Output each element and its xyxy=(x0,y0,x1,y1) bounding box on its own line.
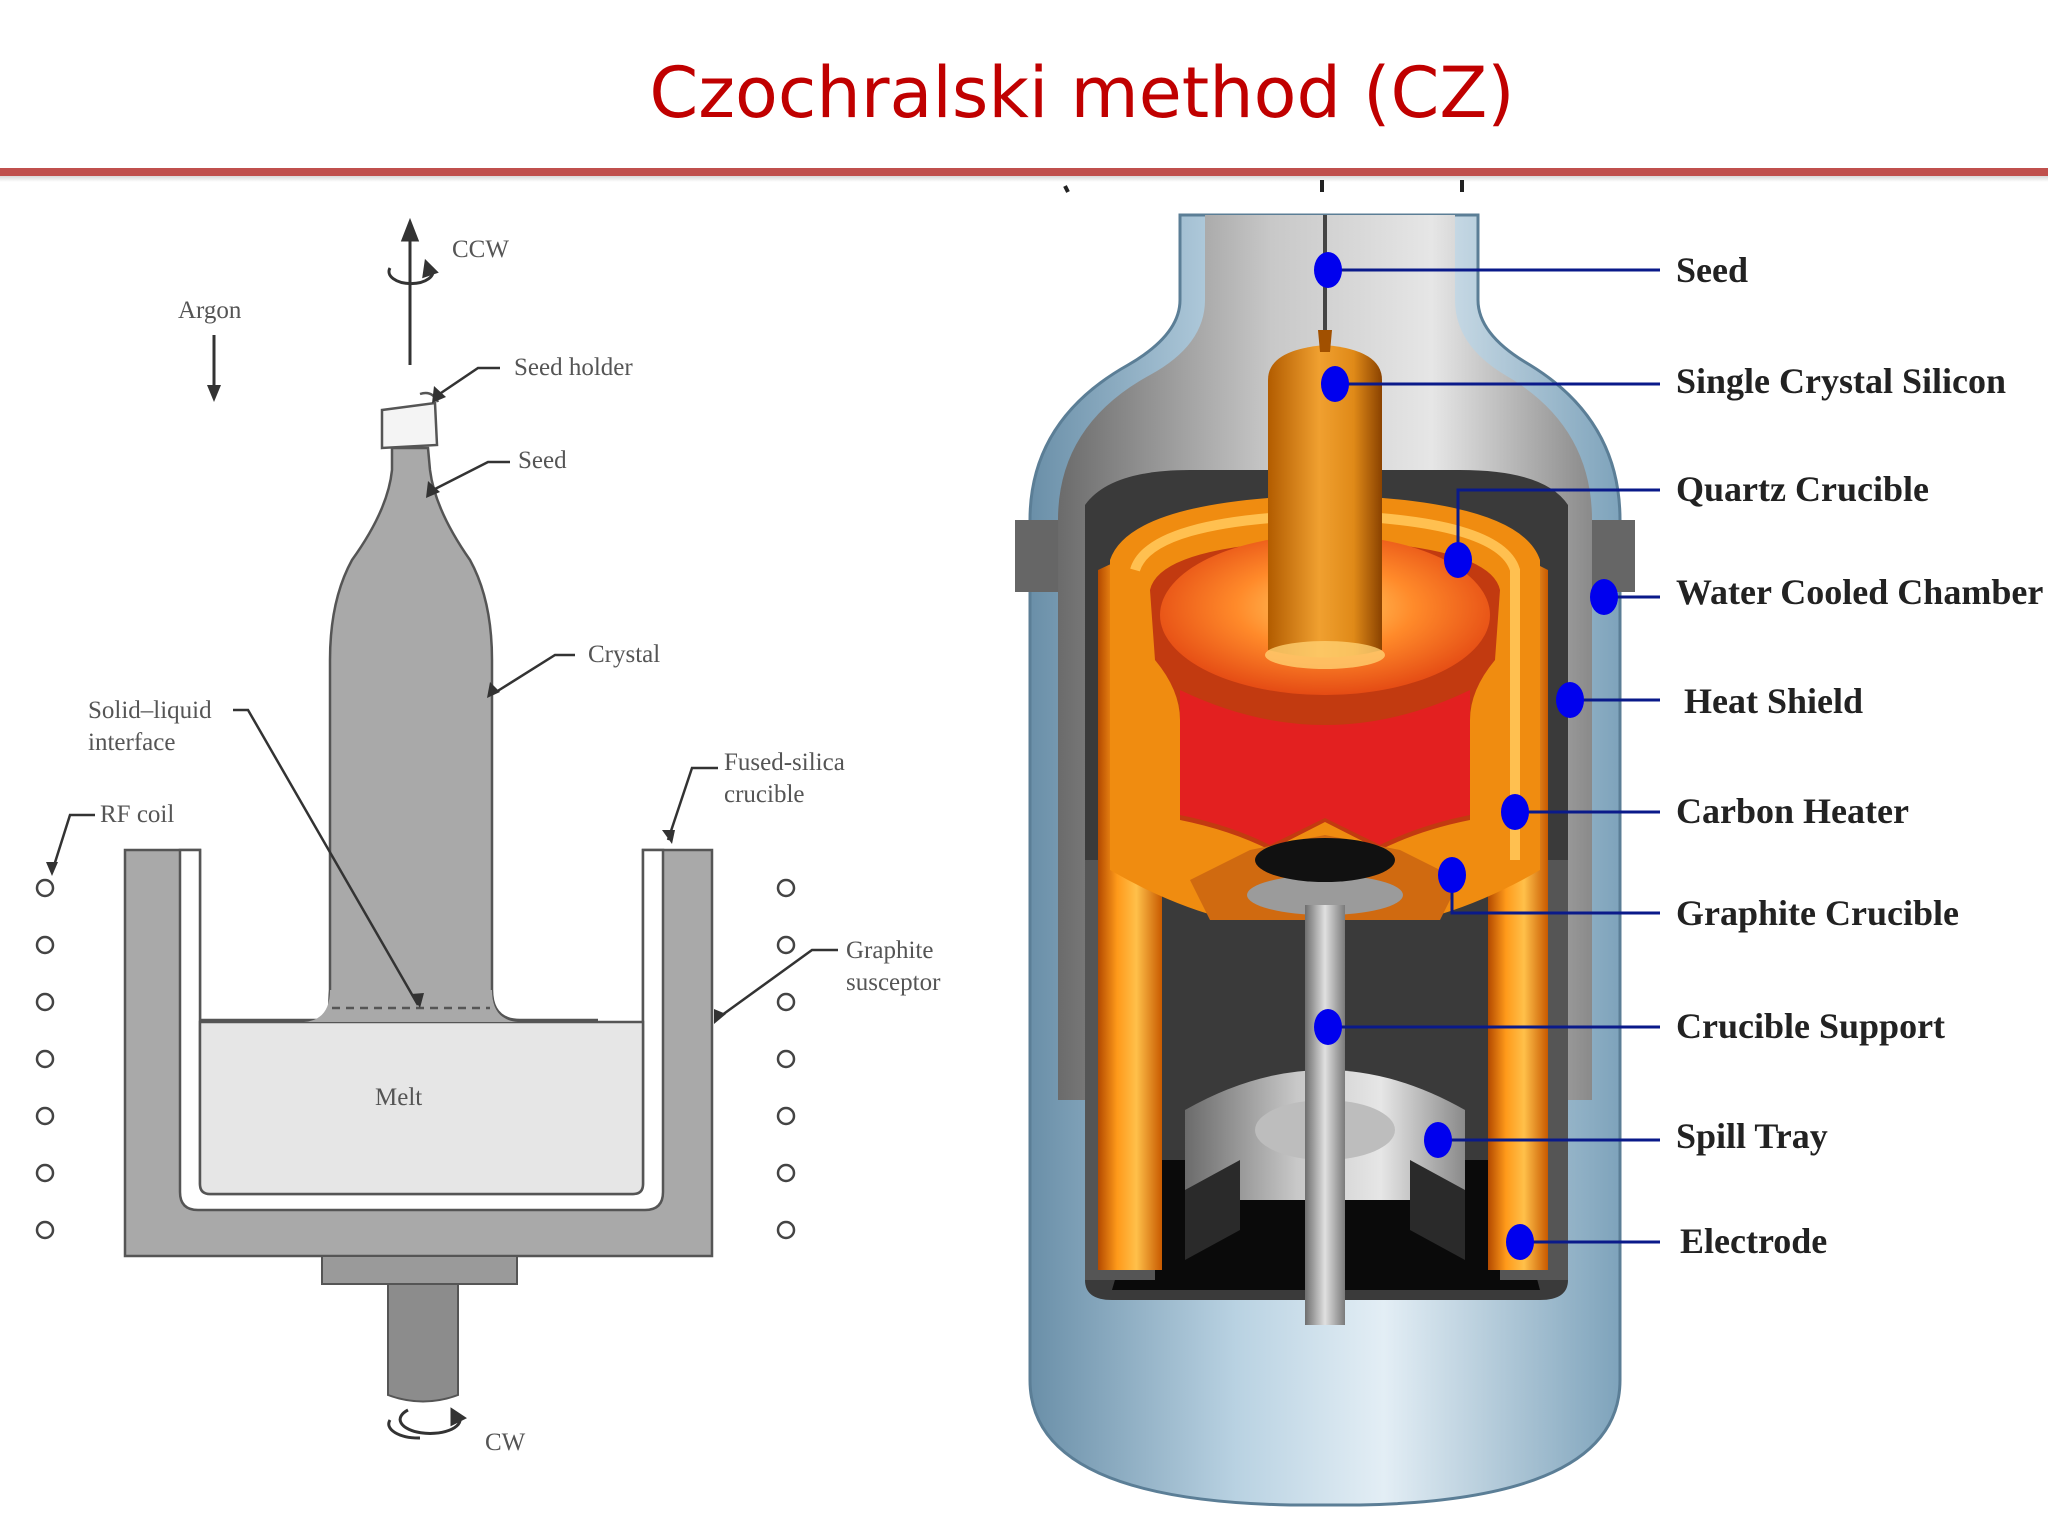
cz-puller-cutaway xyxy=(1015,180,1635,1507)
label-seed: Seed xyxy=(1676,250,1748,290)
left-flange xyxy=(1015,520,1060,592)
label-graphite-crucible: Graphite Crucible xyxy=(1676,893,1959,933)
melt-label: Melt xyxy=(375,1084,422,1111)
right-markers xyxy=(1314,252,1618,1260)
cw-rotation-icon xyxy=(387,1407,467,1440)
electrode-marker xyxy=(1506,1224,1534,1260)
crystal-body xyxy=(188,446,598,1022)
quartz-crucible-marker xyxy=(1444,542,1472,578)
crucible-support-cap xyxy=(1247,875,1403,915)
seed-label: Seed xyxy=(518,447,567,474)
crucible-support-rod xyxy=(1305,905,1345,1325)
cw-label: CW xyxy=(485,1429,526,1456)
rf-coil-label: RF coil xyxy=(100,801,174,828)
label-single-crystal-silicon: Single Crystal Silicon xyxy=(1676,361,2006,401)
shaft-base xyxy=(321,1255,518,1285)
water-cooled-chamber-marker xyxy=(1590,579,1618,615)
right-flange xyxy=(1590,520,1635,592)
label-heat-shield: Heat Shield xyxy=(1684,681,1863,721)
top-marks xyxy=(1063,180,1464,193)
title-divider xyxy=(0,168,2048,176)
ccw-rotation-icon xyxy=(387,217,439,365)
ccw-label: CCW xyxy=(452,236,509,263)
argon-arrow-icon xyxy=(207,335,221,402)
label-electrode: Electrode xyxy=(1680,1221,1827,1261)
label-carbon-heater: Carbon Heater xyxy=(1676,791,1909,831)
graphite-susceptor-label-line1: Graphite xyxy=(846,937,933,964)
seed-holder-label: Seed holder xyxy=(514,354,633,381)
crystal-label: Crystal xyxy=(588,641,660,668)
argon-label: Argon xyxy=(178,297,242,324)
left-leader-arrowheads xyxy=(46,386,726,1024)
carbon-heater-marker xyxy=(1501,794,1529,830)
label-water-cooled-chamber: Water Cooled Chamber xyxy=(1676,572,2043,612)
right-labels: Seed Single Crystal Silicon Quartz Cruci… xyxy=(1676,250,2043,1261)
seed-holder xyxy=(380,401,439,450)
graphite-crucible-marker xyxy=(1438,857,1466,893)
fused-silica-label-line1: Fused-silica xyxy=(724,749,845,776)
left-leaders xyxy=(50,366,838,1020)
label-quartz-crucible: Quartz Crucible xyxy=(1676,469,1929,509)
solid-liquid-label-line1: Solid–liquid xyxy=(88,697,212,724)
page-title: Czochralski method (CZ) xyxy=(649,52,1515,134)
single-crystal-silicon xyxy=(1268,345,1382,658)
melt xyxy=(198,1020,645,1196)
heat-shield-marker xyxy=(1556,682,1584,718)
seed-marker xyxy=(1314,252,1342,288)
label-crucible-support: Crucible Support xyxy=(1676,1006,1945,1046)
crucible-support-marker xyxy=(1314,1009,1342,1045)
title-divider-shadow xyxy=(0,176,2048,182)
solid-liquid-label-line2: interface xyxy=(88,729,175,756)
rf-coil xyxy=(35,878,796,1240)
shaft xyxy=(387,1283,459,1403)
cz-schematic: CCW Argon Melt CW xyxy=(35,217,941,1456)
fused-silica-label-line2: crucible xyxy=(724,781,805,808)
single-crystal-silicon-marker xyxy=(1321,366,1349,402)
graphite-susceptor-label-line2: susceptor xyxy=(846,969,941,996)
spill-tray-marker xyxy=(1424,1122,1452,1158)
label-spill-tray: Spill Tray xyxy=(1676,1116,1828,1156)
